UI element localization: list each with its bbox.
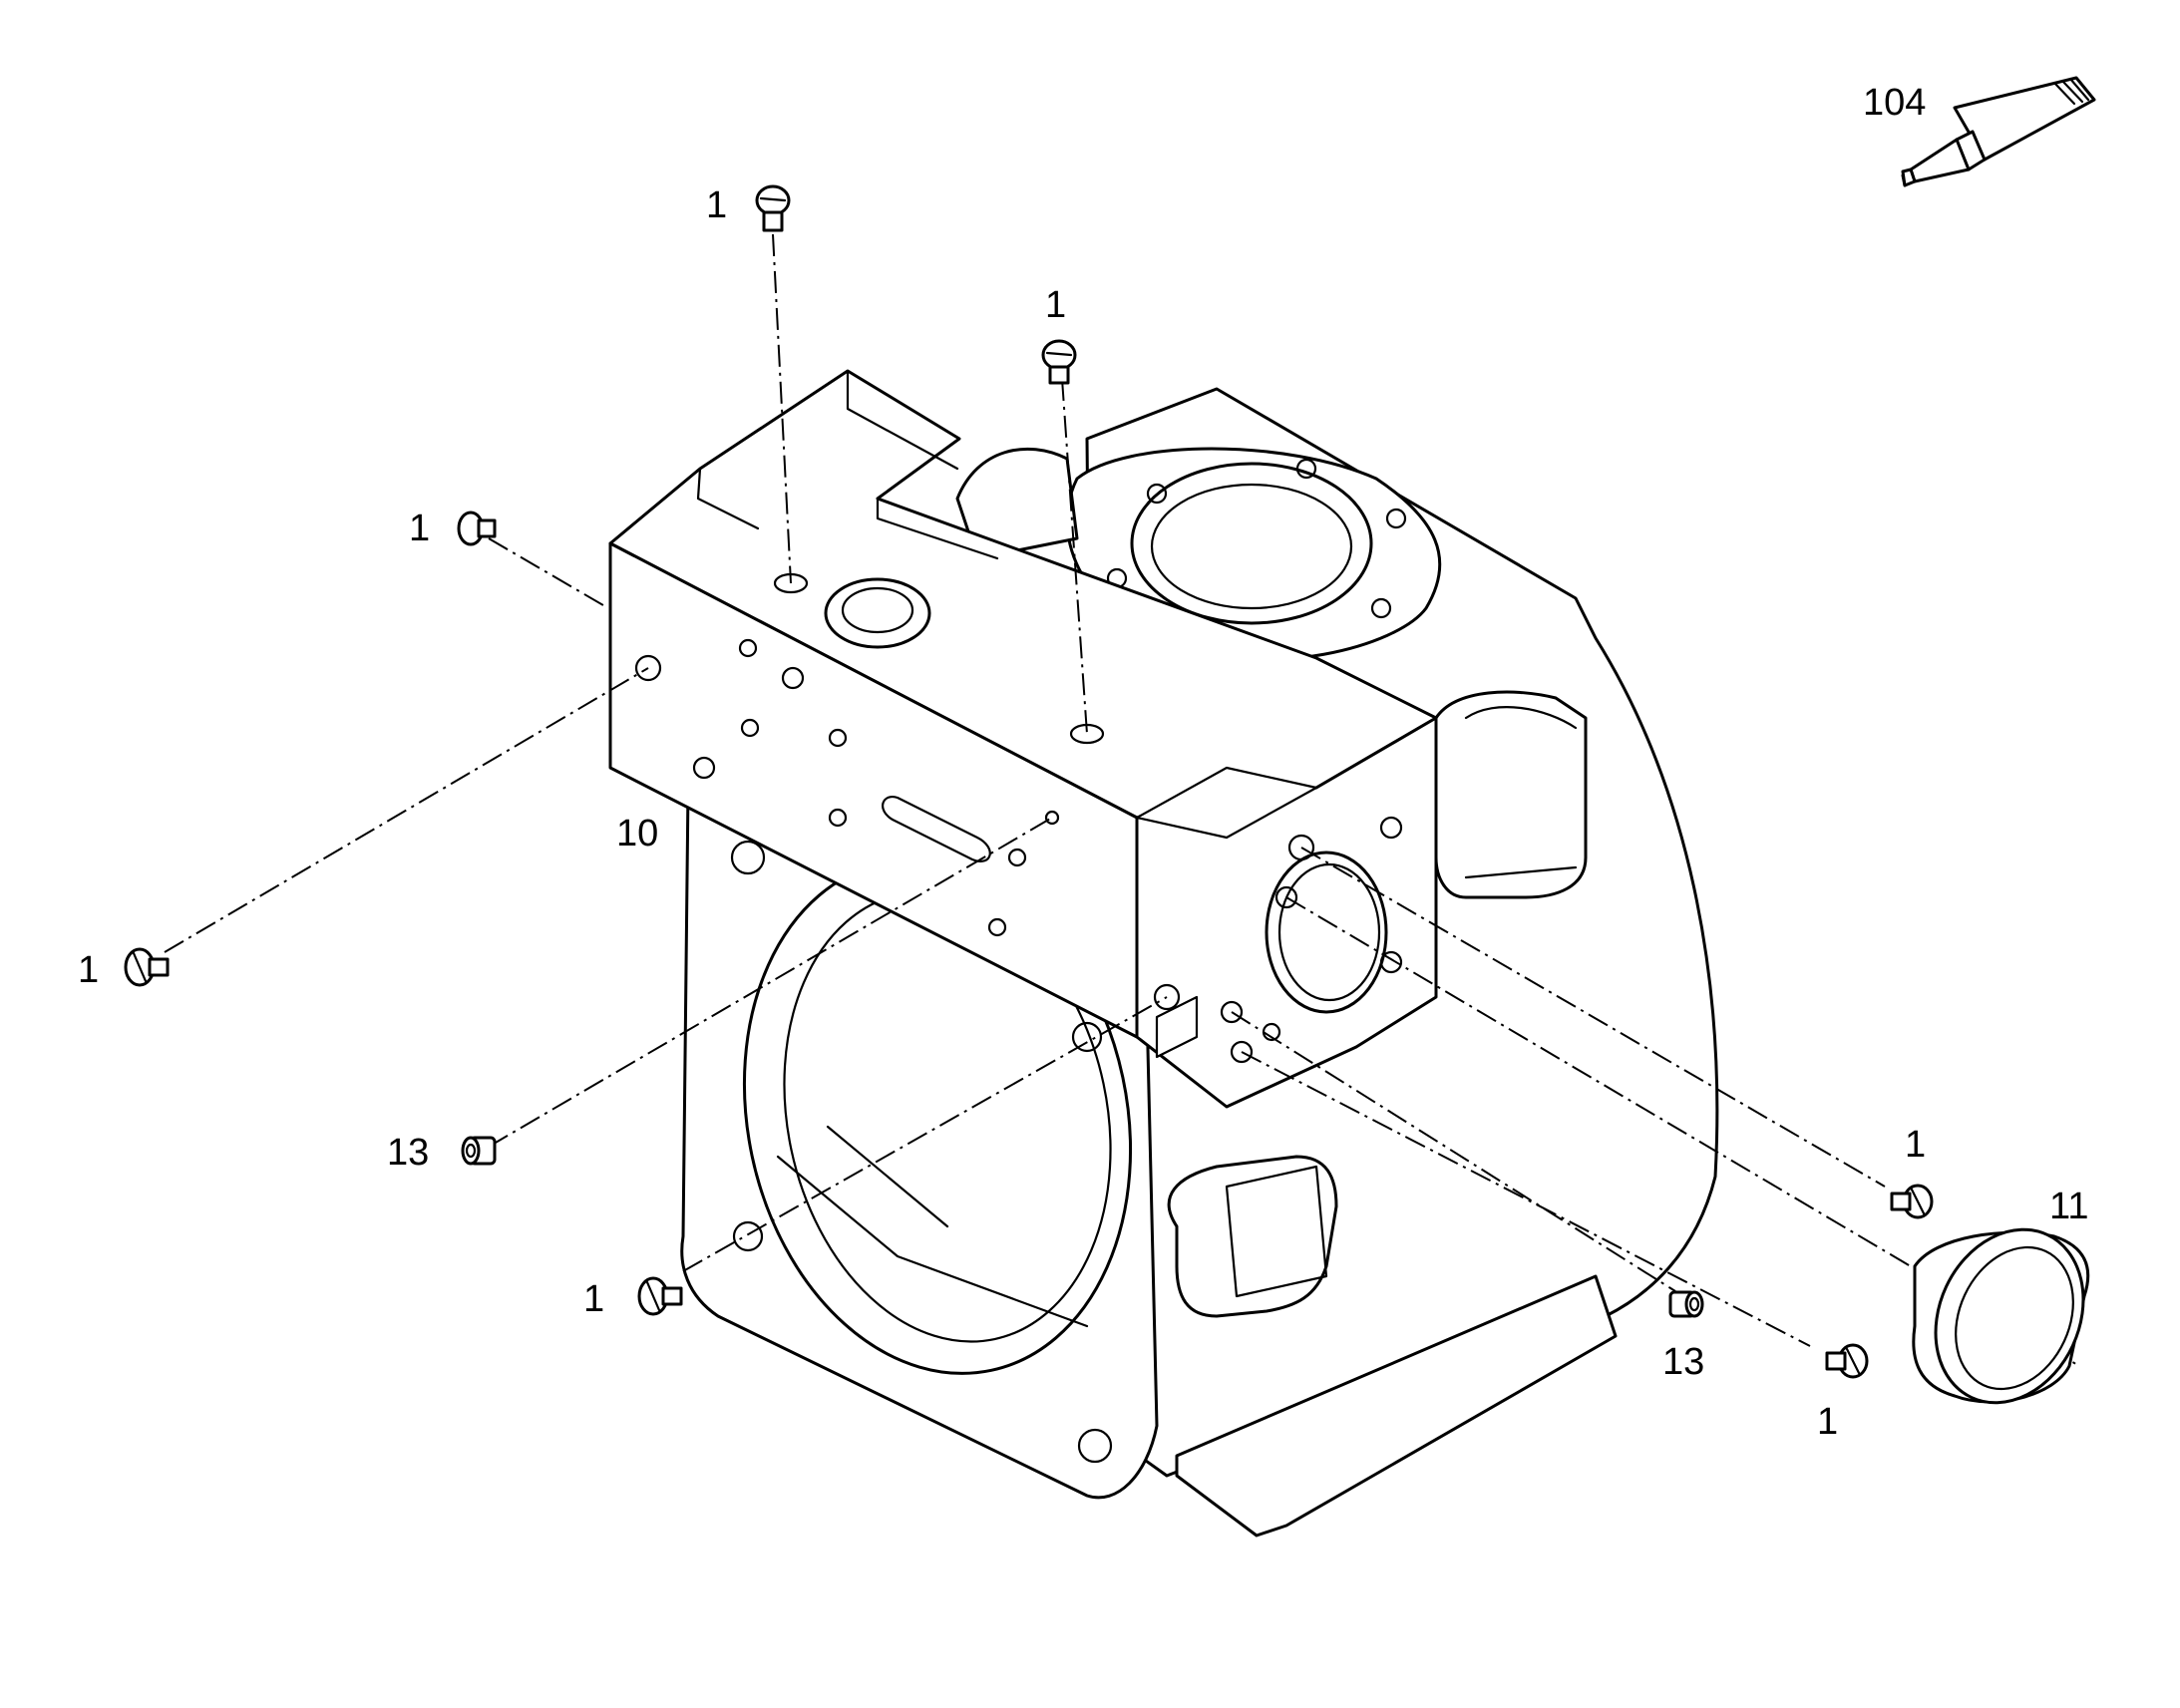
callout-1-right-lower: 1: [1817, 1401, 1838, 1443]
callout-1-right-upper: 1: [1905, 1124, 1926, 1166]
screw-left-upper: [457, 511, 497, 546]
screw-bottom-left: [637, 1276, 683, 1316]
screw-top-left: [755, 184, 791, 232]
seal-ring: [1912, 1227, 2090, 1405]
callout-13-left: 13: [387, 1132, 429, 1174]
callout-13-right: 13: [1662, 1341, 1704, 1383]
plug-right: [1668, 1290, 1704, 1318]
leader-lines: [164, 233, 2080, 1367]
screw-right-upper: [1890, 1184, 1934, 1219]
callout-104: 104: [1863, 82, 1926, 124]
callout-1-left-upper: 1: [409, 508, 430, 549]
screw-top-mid: [1041, 339, 1077, 385]
callout-1-top-mid: 1: [1045, 284, 1066, 326]
callout-1-bottom-left: 1: [583, 1278, 604, 1320]
plug-left: [461, 1136, 497, 1166]
callout-10: 10: [616, 813, 658, 854]
callout-1-left-lower: 1: [78, 949, 99, 991]
screw-right-lower: [1825, 1343, 1869, 1379]
valve-block: [608, 369, 1438, 1109]
screw-left-lower: [124, 947, 170, 987]
callout-11: 11: [2049, 1186, 2088, 1227]
adhesive-tube-icon: [1901, 76, 2096, 187]
callout-1-top-left: 1: [706, 184, 727, 226]
